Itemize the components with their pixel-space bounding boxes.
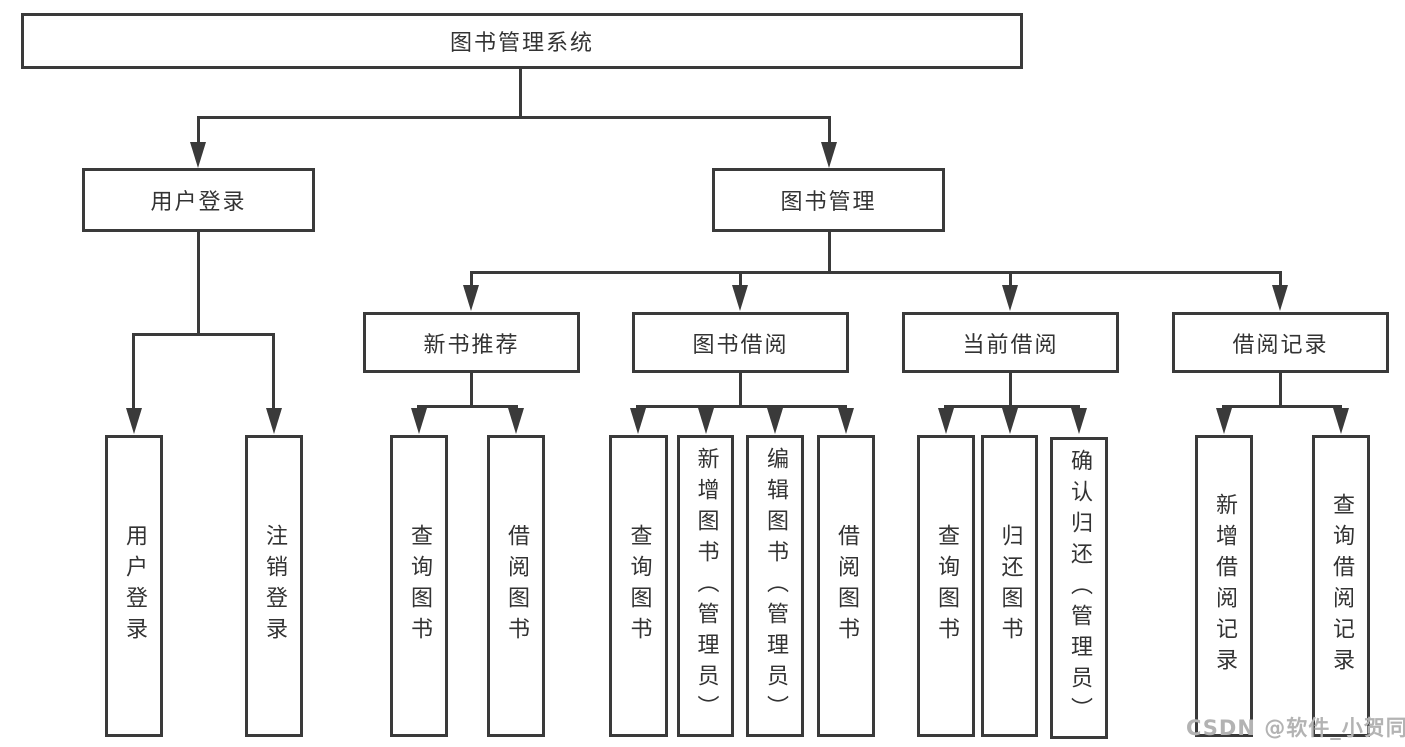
connector-drop-level3 — [470, 271, 473, 287]
leaf-edit-book-admin: 编辑图书（管理员） — [746, 435, 804, 737]
connector-user-login-bus — [132, 333, 275, 336]
arrow-down-icon — [698, 408, 714, 434]
node-user-login: 用户登录 — [82, 168, 315, 232]
arrow-down-icon — [190, 142, 206, 168]
connector-new-book-bus — [417, 405, 518, 408]
arrow-down-icon — [126, 408, 142, 434]
arrow-down-icon — [1002, 285, 1018, 311]
node-label: 归还图书 — [997, 524, 1023, 648]
node-borrow-records: 借阅记录 — [1172, 312, 1389, 373]
connector-book-management-stem — [828, 232, 831, 273]
node-label: 借阅图书 — [834, 524, 859, 648]
connector-current-borrow-stem — [1009, 373, 1012, 408]
leaf-logout: 注销登录 — [245, 435, 303, 737]
arrow-down-icon — [630, 408, 646, 434]
node-label: 图书管理系统 — [449, 31, 594, 56]
node-label: 新书推荐 — [423, 332, 520, 358]
node-label: 查询图书 — [407, 524, 432, 648]
leaf-query-borrow-record: 查询借阅记录 — [1312, 435, 1370, 737]
node-label: 借阅记录 — [1232, 332, 1329, 358]
node-label: 当前借阅 — [962, 332, 1059, 358]
leaf-borrow-books-2: 借阅图书 — [817, 435, 875, 737]
node-label: 图书借阅 — [692, 332, 789, 358]
node-book-management: 图书管理 — [712, 168, 945, 232]
connector-drop-level3 — [739, 271, 742, 287]
connector-drop-level3 — [1279, 271, 1282, 287]
connector-book-management-bus — [470, 271, 1281, 274]
connector-book-borrow-stem — [739, 373, 742, 408]
node-label: 确认归还（管理员） — [1067, 448, 1092, 728]
arrow-down-icon — [508, 408, 524, 434]
node-label: 查询借阅记录 — [1329, 493, 1354, 679]
arrow-down-icon — [838, 408, 854, 434]
node-current-borrow: 当前借阅 — [902, 312, 1119, 373]
arrow-down-icon — [1272, 285, 1288, 311]
leaf-user-login: 用户登录 — [105, 435, 163, 737]
node-label: 查询图书 — [626, 524, 652, 648]
connector-drop-level3 — [1009, 271, 1012, 287]
leaf-query-books-3: 查询图书 — [917, 435, 975, 737]
arrow-down-icon — [463, 285, 479, 311]
leaf-query-books-2: 查询图书 — [609, 435, 668, 737]
connector-new-book-stem — [470, 373, 473, 408]
connector-borrow-records-stem — [1279, 373, 1282, 408]
leaf-add-book-admin: 新增图书（管理员） — [677, 435, 734, 737]
leaf-return-books: 归还图书 — [981, 435, 1038, 737]
connector-root-bus — [197, 116, 831, 119]
connector-drop-leaf — [132, 333, 135, 410]
csdn-watermark: CSDN @软件_小贺同学 — [1186, 716, 1405, 740]
leaf-confirm-return-admin: 确认归还（管理员） — [1050, 437, 1108, 739]
arrow-down-icon — [767, 408, 783, 434]
connector-drop-book-management — [828, 116, 831, 146]
node-label: 编辑图书（管理员） — [763, 446, 788, 726]
connector-root-stem — [519, 69, 522, 118]
leaf-query-books-1: 查询图书 — [390, 435, 448, 737]
node-label: 注销登录 — [262, 524, 287, 648]
connector-user-login-stem — [197, 232, 200, 335]
node-label: 用户登录 — [122, 524, 147, 648]
connector-borrow-records-bus — [1222, 405, 1342, 408]
arrow-down-icon — [266, 408, 282, 434]
leaf-borrow-books-1: 借阅图书 — [487, 435, 545, 737]
node-new-book-recommend: 新书推荐 — [363, 312, 580, 373]
node-label: 查询图书 — [934, 524, 959, 648]
arrow-down-icon — [411, 408, 427, 434]
connector-drop-user-login — [197, 116, 200, 146]
leaf-add-borrow-record: 新增借阅记录 — [1195, 435, 1253, 737]
arrow-down-icon — [938, 408, 954, 434]
node-label: 新增图书（管理员） — [693, 446, 719, 726]
arrow-down-icon — [1333, 408, 1349, 434]
arrow-down-icon — [1216, 408, 1232, 434]
node-label: 图书管理 — [780, 190, 877, 215]
connector-book-borrow-bus — [636, 405, 847, 408]
arrow-down-icon — [1071, 408, 1087, 434]
connector-drop-leaf — [272, 333, 275, 410]
node-label: 用户登录 — [150, 190, 247, 215]
node-label: 借阅图书 — [504, 524, 529, 648]
arrow-down-icon — [821, 142, 837, 168]
arrow-down-icon — [1002, 408, 1018, 434]
connector-current-borrow-bus — [944, 405, 1080, 408]
node-label: 新增借阅记录 — [1212, 493, 1237, 679]
node-root: 图书管理系统 — [21, 13, 1023, 69]
arrow-down-icon — [732, 285, 748, 311]
node-book-borrow: 图书借阅 — [632, 312, 849, 373]
